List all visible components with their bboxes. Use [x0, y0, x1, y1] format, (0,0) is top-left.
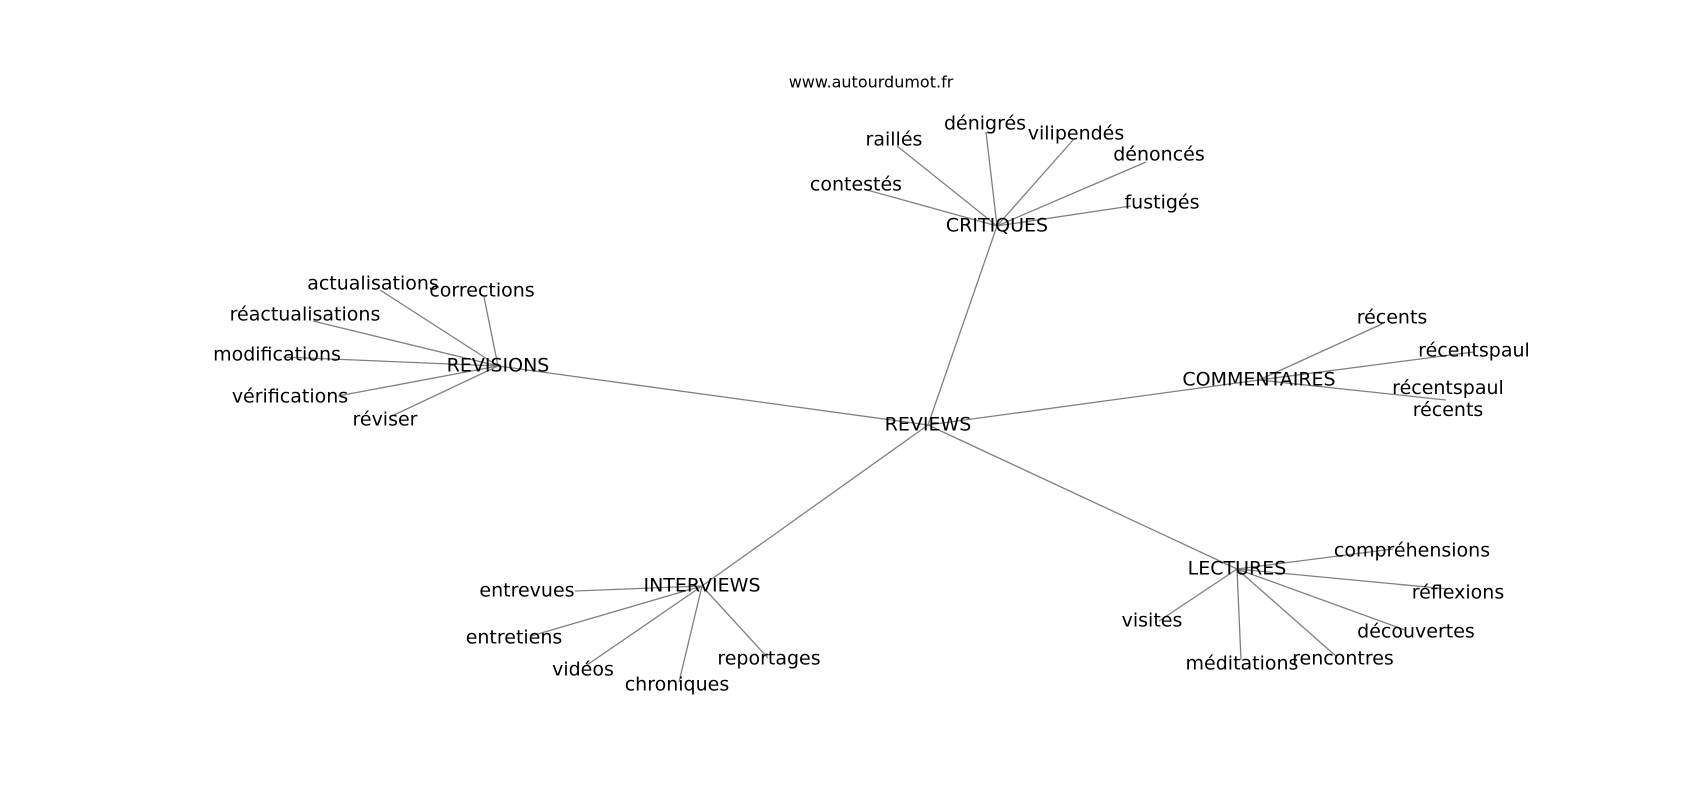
edge-interviews-chroniques: [678, 585, 703, 683]
leaf-label-corrections: corrections: [429, 280, 534, 302]
leaf-label-railles: raillés: [866, 129, 923, 151]
edge-root-interviews: [701, 424, 929, 587]
leaf-label-chroniques: chroniques: [625, 674, 730, 696]
hub-label-interviews: INTERVIEWS: [643, 575, 760, 597]
edge-revisions-modifications: [282, 356, 499, 367]
edge-revisions-reviser: [393, 365, 499, 416]
hub-label-critiques: CRITIQUES: [946, 215, 1048, 237]
edge-critiques-contestes: [866, 189, 998, 227]
edge-interviews-reportages: [701, 585, 769, 659]
leaf-label-comprehensions: compréhensions: [1334, 540, 1490, 562]
hub-label-revisions: REVISIONS: [447, 355, 550, 377]
leaf-label-modifications: modifications: [213, 344, 341, 366]
edge-commentaires-recentspaul: [1258, 351, 1475, 381]
edge-lectures-comprehensions: [1236, 548, 1394, 570]
edge-critiques-denigres: [985, 131, 998, 227]
leaf-label-fustiges: fustigés: [1124, 192, 1199, 214]
edge-interviews-entrevues: [574, 585, 703, 592]
root-label: REVIEWS: [885, 414, 972, 436]
leaf-label-recentspaul: récentspaul: [1418, 340, 1530, 362]
graph-edges: [282, 131, 1475, 683]
edge-lectures-meditations: [1236, 568, 1242, 661]
edge-critiques-vilipendes: [996, 139, 1074, 227]
leaf-label-rencontres: rencontres: [1292, 648, 1394, 670]
leaf-label-videos: vidéos: [552, 659, 614, 681]
edge-critiques-denonces: [996, 161, 1147, 227]
edge-critiques-fustiges: [996, 205, 1132, 227]
edge-commentaires-recentspaul-recents: [1258, 379, 1447, 401]
edge-commentaires-recents: [1258, 323, 1383, 381]
leaf-label-entretiens: entretiens: [466, 627, 563, 649]
edge-root-commentaires: [927, 379, 1260, 426]
hub-label-lectures: LECTURES: [1188, 558, 1287, 580]
edge-lectures-visites: [1158, 568, 1238, 622]
leaf-label-entrevues: entrevues: [479, 580, 574, 602]
edge-interviews-entretiens: [530, 585, 703, 637]
hub-label-commentaires: COMMENTAIRES: [1182, 369, 1335, 391]
edge-revisions-verifications: [337, 365, 499, 397]
edge-lectures-rencontres: [1236, 568, 1338, 658]
leaf-label-verifications: vérifications: [232, 386, 348, 408]
leaf-label-actualisations: actualisations: [307, 273, 439, 295]
leaf-label-decouvertes: découvertes: [1357, 621, 1475, 643]
edge-critiques-railles: [896, 145, 998, 227]
leaf-label-meditations: méditations: [1186, 653, 1299, 675]
leaf-label-denigres: dénigrés: [944, 113, 1026, 135]
edge-root-critiques: [927, 225, 998, 426]
leaf-label-reportages: reportages: [717, 648, 820, 670]
leaf-label-visites: visites: [1122, 610, 1183, 632]
edge-root-revisions: [497, 365, 929, 426]
source-url: www.autourdumot.fr: [789, 73, 954, 92]
edge-lectures-decouvertes: [1236, 568, 1406, 631]
edge-revisions-corrections: [483, 296, 499, 367]
leaf-label-contestes: contestés: [810, 174, 902, 196]
edge-revisions-reactualisations: [312, 320, 499, 367]
leaf-label-recents: récents: [1357, 307, 1428, 329]
leaf-label-reviser: réviser: [352, 409, 417, 431]
edge-revisions-actualisations: [379, 289, 499, 367]
leaf-label-denonces: dénoncés: [1113, 144, 1205, 166]
leaf-label-reactualisations: réactualisations: [230, 304, 381, 326]
edge-root-lectures: [927, 424, 1238, 570]
edge-lectures-reflexions: [1236, 568, 1449, 590]
leaf-label-vilipendes: vilipendés: [1028, 123, 1125, 145]
leaf-label-reflexions: réflexions: [1412, 582, 1505, 604]
edge-interviews-videos: [586, 585, 703, 666]
